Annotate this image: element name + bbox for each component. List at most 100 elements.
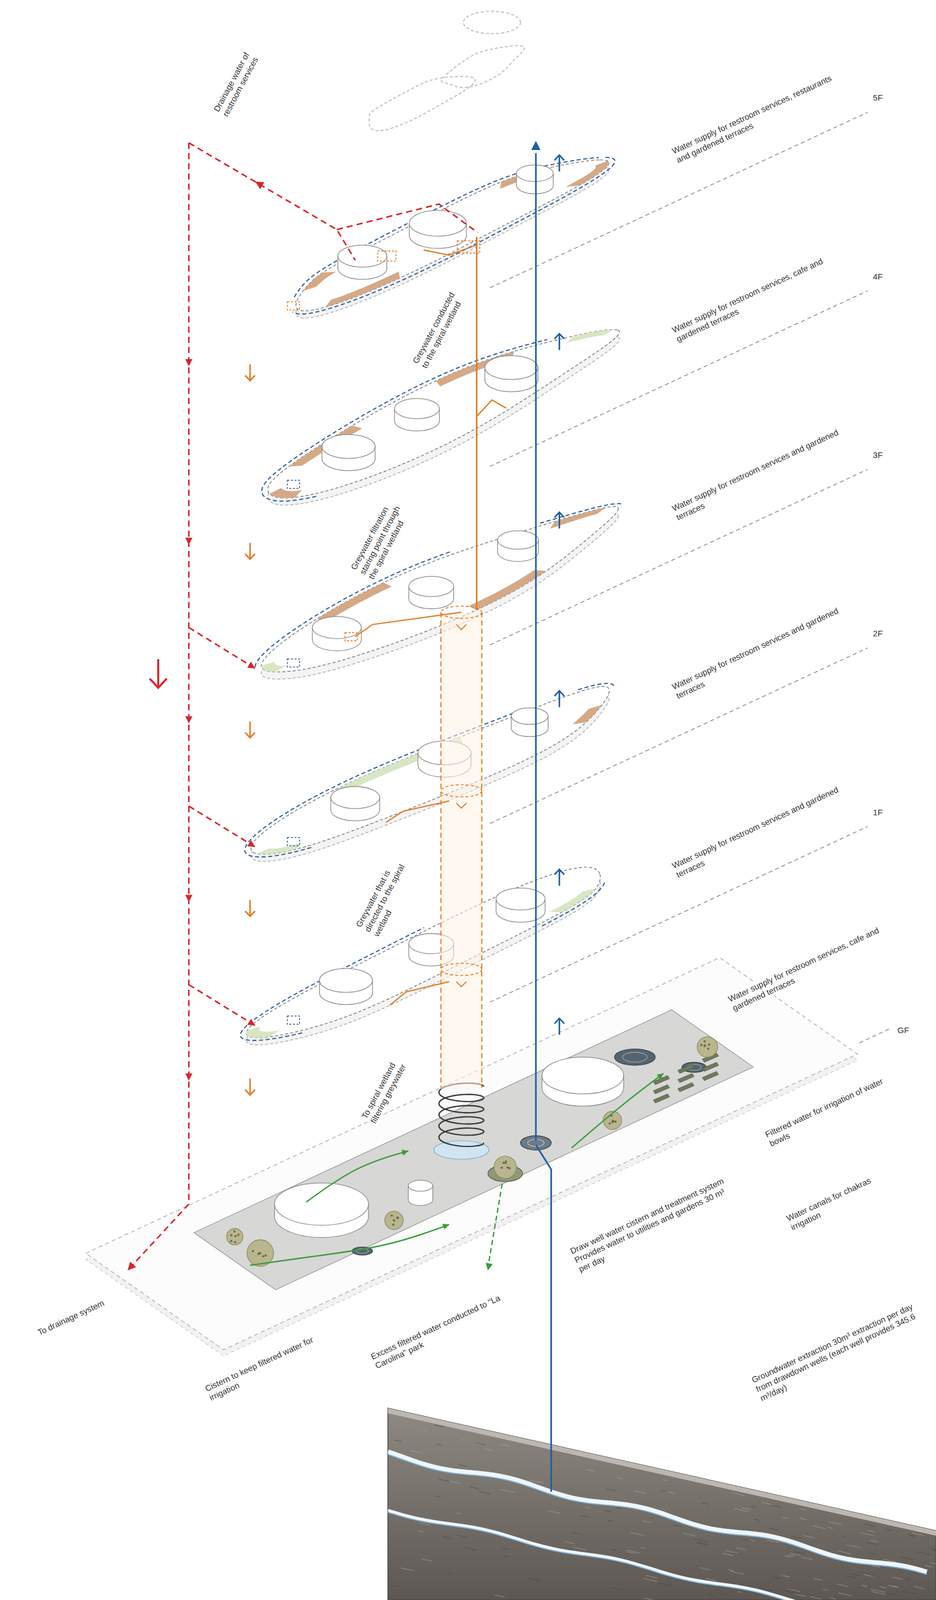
shrub-leaf: [392, 1219, 396, 1222]
terrace-garden: [302, 271, 337, 292]
earth-grain: [782, 1517, 789, 1519]
drainage-arrow: [149, 678, 167, 688]
roof-volumes: [369, 11, 525, 131]
irrigation-flow: [571, 1073, 664, 1149]
chakra-canal: [702, 1062, 719, 1072]
earth-grain: [460, 1439, 465, 1441]
earth-grain: [767, 1589, 774, 1591]
earth-grain: [870, 1540, 879, 1542]
earth-grain: [844, 1575, 858, 1579]
earth-grain: [838, 1551, 851, 1555]
water-supply-arrow: [554, 869, 565, 875]
earth-grain: [790, 1536, 803, 1540]
floor-level-label: GF: [895, 1024, 911, 1037]
earth-grain: [804, 1535, 815, 1538]
earth-grain: [753, 1519, 761, 1521]
annotation-label: Excess filtered water conducted to "La C…: [367, 1281, 531, 1373]
earth-grain: [610, 1587, 624, 1591]
irrigation-arrowhead: [401, 1149, 408, 1157]
earth-grain: [930, 1562, 936, 1566]
chakra-canal: [653, 1084, 670, 1095]
earth-grain: [641, 1520, 651, 1523]
chakra-canal: [653, 1093, 670, 1104]
irrigation-flow: [250, 1224, 450, 1266]
terrace-garden: [246, 1026, 280, 1038]
floor-plate-group: [240, 867, 605, 1045]
earth-grain: [828, 1521, 842, 1525]
earth-grain: [392, 1585, 401, 1588]
irrigation-arrowhead: [656, 1073, 664, 1080]
earth-grain: [668, 1491, 675, 1493]
earth-grain: [693, 1539, 709, 1543]
earth-grain: [436, 1444, 442, 1446]
earth-grain: [611, 1549, 617, 1551]
earth-grain: [924, 1565, 932, 1568]
shrub-leaf: [703, 1040, 706, 1043]
level-guide-line: [859, 1028, 890, 1044]
annotation-label: Groundwater extraction 30m³ extraction p…: [748, 1300, 926, 1406]
greywater-restroom: [345, 632, 358, 641]
drainage-arrowhead: [185, 894, 193, 903]
water-supply-arrow: [558, 1018, 561, 1035]
annotation-label: Water supply for restroom services and g…: [668, 601, 853, 703]
shrub-leaf: [262, 1255, 265, 1258]
core-edge: [407, 1186, 409, 1201]
earth-grain: [735, 1547, 746, 1551]
terrace-garden: [572, 704, 602, 725]
earth-grain: [673, 1525, 683, 1528]
earth-grain: [527, 1577, 540, 1581]
earth-grain: [790, 1553, 801, 1556]
earth-grain: [932, 1550, 936, 1553]
earth-grain: [393, 1440, 402, 1442]
core-top: [312, 616, 362, 639]
roof-volume: [369, 76, 476, 131]
drainage-arrowhead: [185, 538, 193, 546]
shrub-leaf: [392, 1223, 395, 1227]
earth-grain: [422, 1430, 428, 1432]
earth-grain: [804, 1532, 810, 1535]
annotation-label: Greywater that is directed to the spiral…: [352, 843, 423, 940]
earth-grain: [476, 1442, 486, 1446]
roof-volume: [441, 45, 525, 88]
earth-grain: [584, 1507, 591, 1509]
earth-grain: [909, 1534, 915, 1536]
restroom-unit: [287, 659, 300, 668]
shrub-leaf: [614, 1120, 617, 1123]
annotation-label: Greywater conducted to the spiral wetlan…: [409, 285, 469, 372]
terrace-garden: [468, 570, 546, 611]
restroom-unit: [287, 837, 300, 846]
excess-water-line: [488, 1183, 503, 1268]
drainage-line: [336, 203, 478, 233]
floor-level-label: 1F: [871, 807, 885, 819]
earth-grain: [463, 1547, 477, 1551]
earth-grain: [500, 1489, 515, 1493]
earth-grain: [773, 1573, 784, 1576]
drainage-arrowhead: [127, 1261, 137, 1271]
greywater-branch: [385, 800, 450, 823]
earth-grain: [660, 1490, 666, 1492]
earth-grain: [456, 1512, 461, 1515]
earth-grain: [750, 1506, 756, 1508]
water-supply-arrow: [554, 690, 565, 696]
earth-grain: [494, 1595, 505, 1598]
greywater-arrow: [249, 721, 252, 738]
earth-grain: [616, 1507, 621, 1510]
earth-grain: [879, 1586, 888, 1589]
earth-top-edge: [387, 1408, 936, 1537]
earth-grain: [905, 1579, 912, 1581]
drainage-branch: [188, 627, 256, 669]
earth-grain: [705, 1578, 716, 1581]
earth-grain: [586, 1470, 595, 1472]
drainage-arrowhead: [185, 359, 193, 367]
greywater-arrow: [249, 899, 252, 916]
earth-grain: [901, 1557, 913, 1560]
greywater-arrow: [249, 1078, 252, 1095]
earth-grain: [548, 1511, 561, 1515]
earth-grain: [479, 1491, 491, 1495]
water-supply-edge: [578, 683, 615, 690]
roof-volume: [463, 11, 521, 34]
greywater-shaft-chevron: [456, 803, 467, 809]
earth-grain: [616, 1477, 624, 1480]
shrub-leaf: [708, 1043, 711, 1047]
drainage-line: [187, 142, 190, 1205]
